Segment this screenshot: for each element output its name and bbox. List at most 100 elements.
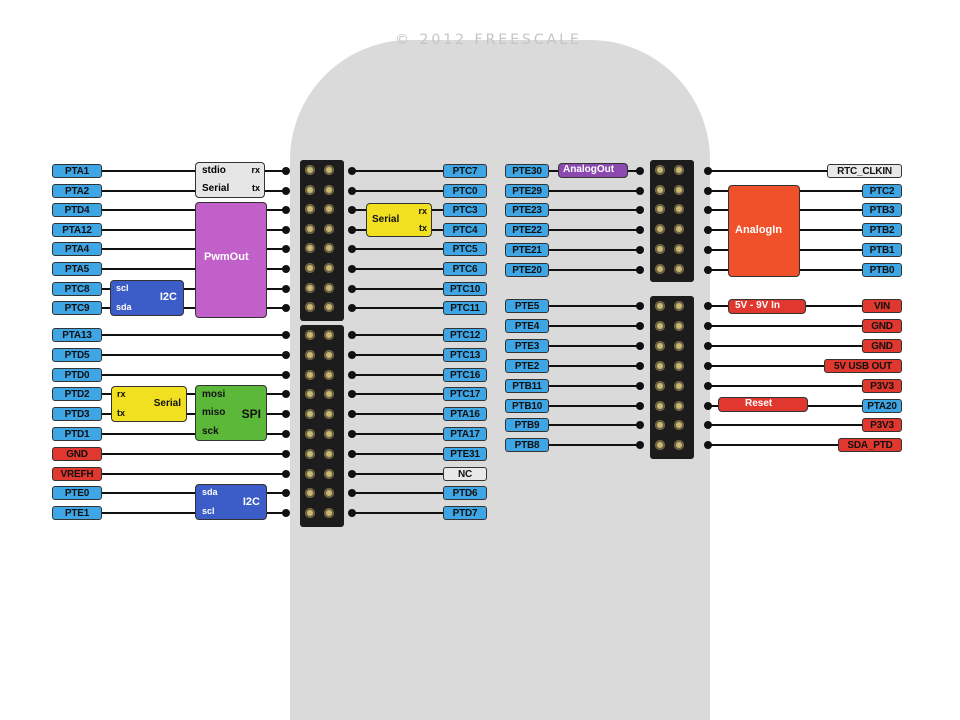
rx-label: rx bbox=[251, 165, 260, 175]
pin-label-p3v3: P3V3 bbox=[862, 418, 902, 433]
header-pin bbox=[655, 340, 665, 351]
pin-label-ptb3: PTB3 bbox=[862, 203, 902, 218]
wire bbox=[549, 444, 640, 447]
wire bbox=[352, 353, 443, 356]
pin-dot bbox=[704, 321, 712, 330]
pin-dot bbox=[282, 167, 290, 175]
header-pin bbox=[305, 302, 315, 313]
pin-dot bbox=[704, 265, 712, 274]
pin-label-pte20: PTE20 bbox=[505, 262, 549, 277]
pin-label-pte5: PTE5 bbox=[505, 299, 549, 313]
serial-mid-rx: rx bbox=[418, 206, 427, 216]
pin-dot bbox=[636, 302, 644, 310]
header-pin bbox=[305, 508, 315, 519]
pin-dot bbox=[348, 449, 356, 458]
header-pin bbox=[674, 420, 684, 431]
header-pin bbox=[674, 263, 684, 274]
pin-dot bbox=[282, 245, 290, 254]
pin-label-ptc3: PTC3 bbox=[443, 203, 487, 218]
pin-dot bbox=[348, 370, 356, 379]
header-pin bbox=[324, 165, 334, 175]
pin-label-ptb0: PTB0 bbox=[862, 262, 902, 277]
header-pin bbox=[655, 440, 665, 451]
board-silhouette bbox=[290, 40, 710, 720]
pin-dot bbox=[636, 167, 644, 175]
pin-label-pte4: PTE4 bbox=[505, 318, 549, 333]
pin-dot bbox=[636, 321, 644, 330]
pin-dot bbox=[348, 509, 356, 518]
header-pin bbox=[305, 330, 315, 340]
pin-label-ptb9: PTB9 bbox=[505, 418, 549, 433]
header-pin bbox=[324, 223, 334, 234]
pin-label-ptb2: PTB2 bbox=[862, 223, 902, 238]
pin-dot bbox=[704, 206, 712, 215]
pin-label-pte29: PTE29 bbox=[505, 183, 549, 198]
header-pin bbox=[324, 349, 334, 360]
header-pin bbox=[305, 369, 315, 380]
pin-dot bbox=[348, 410, 356, 419]
pin-dot bbox=[704, 441, 712, 450]
wire bbox=[352, 433, 443, 435]
header-pin bbox=[305, 184, 315, 195]
miso-label: miso bbox=[202, 407, 226, 418]
pin-label-ptc7: PTC7 bbox=[443, 164, 487, 178]
pin-label-ptc11: PTC11 bbox=[443, 301, 487, 316]
header-pin bbox=[324, 330, 334, 340]
wire bbox=[102, 393, 286, 396]
wire bbox=[102, 512, 286, 515]
header-pin bbox=[305, 243, 315, 254]
pin-label-ptc8: PTC8 bbox=[52, 281, 102, 296]
wire bbox=[102, 307, 286, 310]
pin-label-ptd2: PTD2 bbox=[52, 387, 102, 402]
wire bbox=[352, 393, 443, 396]
pin-dot bbox=[282, 370, 290, 379]
header-pin bbox=[305, 165, 315, 175]
wire bbox=[352, 452, 443, 455]
pin-dot bbox=[282, 509, 290, 518]
pin-dot bbox=[636, 441, 644, 450]
power-in-label: 5V - 9V In bbox=[735, 300, 781, 311]
pin-dot bbox=[704, 186, 712, 195]
wire bbox=[549, 189, 640, 192]
header-pin bbox=[655, 320, 665, 331]
stdio-label: stdio bbox=[202, 165, 226, 176]
wire bbox=[708, 324, 862, 327]
pin-dot bbox=[282, 265, 290, 273]
header-pin bbox=[655, 301, 665, 311]
pin-label-pta4: PTA4 bbox=[52, 242, 102, 257]
reset-label: Reset bbox=[745, 398, 773, 409]
pin-dot bbox=[636, 226, 644, 235]
pin-dot bbox=[704, 361, 712, 370]
header-pin bbox=[674, 320, 684, 331]
wire bbox=[708, 384, 862, 387]
wire bbox=[102, 433, 286, 435]
wire bbox=[352, 170, 443, 172]
pin-label-ptd1: PTD1 bbox=[52, 427, 102, 441]
header-pin bbox=[655, 420, 665, 431]
header-pin bbox=[674, 243, 684, 254]
serial-label: Serial bbox=[202, 183, 230, 194]
pin-label-pte22: PTE22 bbox=[505, 223, 549, 238]
pin-label-pta2: PTA2 bbox=[52, 183, 102, 198]
pin-label-gnd: GND bbox=[862, 318, 902, 333]
pin-dot bbox=[704, 226, 712, 235]
header-pin bbox=[305, 204, 315, 215]
reset-block: Reset bbox=[718, 397, 808, 412]
wire bbox=[708, 170, 827, 172]
wire bbox=[102, 170, 286, 172]
wire bbox=[352, 334, 443, 336]
header-pin bbox=[674, 380, 684, 391]
header-pin bbox=[324, 468, 334, 479]
pin-dot bbox=[348, 390, 356, 399]
pin-dot bbox=[704, 401, 712, 410]
pin-dot bbox=[636, 186, 644, 195]
header-pin bbox=[324, 204, 334, 215]
wire bbox=[352, 248, 443, 251]
pin-label-vrefh: VREFH bbox=[52, 466, 102, 481]
pin-dot bbox=[348, 167, 356, 175]
header-pin bbox=[324, 263, 334, 273]
pin-label-ptd3: PTD3 bbox=[52, 407, 102, 422]
pin-label-vin: VIN bbox=[862, 299, 902, 313]
i2c-bottom-block: sda scl I2C bbox=[195, 484, 267, 520]
serial-mid-tx: tx bbox=[418, 223, 427, 233]
